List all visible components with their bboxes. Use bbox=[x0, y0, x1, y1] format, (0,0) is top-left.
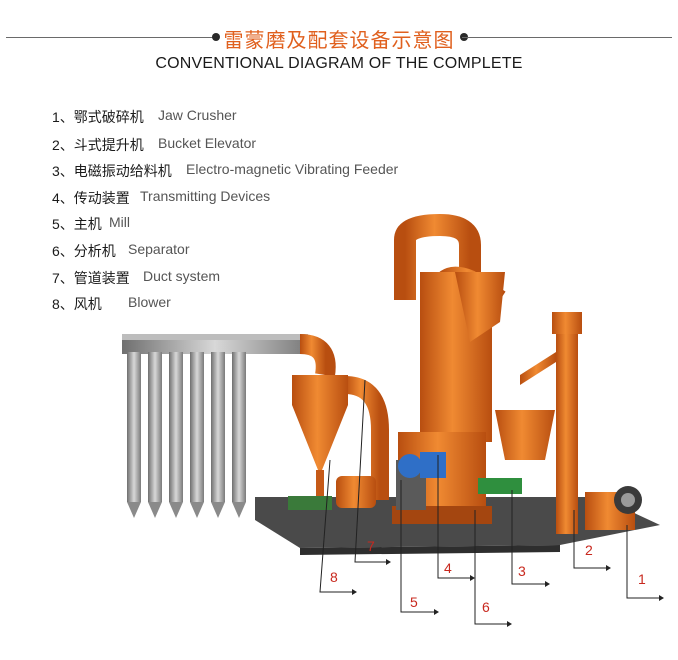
legend-num: 8、 bbox=[52, 296, 74, 312]
legend-en: Transmitting Devices bbox=[140, 188, 271, 204]
header: 雷蒙磨及配套设备示意图 CONVENTIONAL DIAGRAM OF THE … bbox=[0, 0, 678, 80]
jaw-crusher bbox=[585, 486, 642, 530]
dust-collector bbox=[122, 334, 308, 518]
legend-item-transmitting-devices: 4、传动装置 Transmitting Devices bbox=[52, 188, 270, 208]
blower bbox=[288, 476, 376, 510]
callout-label-8: 8 bbox=[330, 569, 338, 585]
legend-item-blower: 8、风机 Blower bbox=[52, 294, 171, 314]
callout-label-4: 4 bbox=[444, 560, 452, 576]
cyclone-separator bbox=[292, 375, 348, 500]
legend-num: 5、 bbox=[52, 216, 74, 232]
legend-cn: 电磁振动给料机 bbox=[73, 163, 172, 179]
legend-cn: 传动装置 bbox=[73, 190, 130, 206]
legend-item-separator: 6、分析机 Separator bbox=[52, 241, 189, 261]
legend-en: Electro-magnetic Vibrating Feeder bbox=[186, 161, 399, 177]
legend-item-jaw-crusher: 1、鄂式破碎机 Jaw Crusher bbox=[52, 107, 237, 127]
legend-cn: 分析机 bbox=[73, 243, 116, 259]
legend-en: Separator bbox=[128, 241, 190, 257]
callout-label-2: 2 bbox=[585, 542, 593, 558]
legend-num: 3、 bbox=[52, 163, 74, 179]
callout-label-1: 1 bbox=[638, 571, 646, 587]
legend-num: 1、 bbox=[52, 109, 74, 125]
legend-num: 7、 bbox=[52, 270, 74, 286]
legend-cn: 鄂式破碎机 bbox=[73, 109, 144, 125]
legend-en: Bucket Elevator bbox=[158, 135, 257, 151]
legend-en: Blower bbox=[128, 294, 171, 310]
legend-en: Jaw Crusher bbox=[158, 107, 237, 123]
callout-label-3: 3 bbox=[518, 563, 526, 579]
legend-item-duct-system: 7、管道装置 Duct system bbox=[52, 268, 220, 288]
legend-cn: 管道装置 bbox=[73, 270, 130, 286]
legend-en: Duct system bbox=[143, 268, 221, 284]
divider-right bbox=[462, 37, 672, 38]
legend-num: 2、 bbox=[52, 137, 74, 153]
page-title-cn: 雷蒙磨及配套设备示意图 bbox=[223, 30, 455, 52]
legend-cn: 主机 bbox=[73, 216, 102, 232]
bucket-elevator bbox=[520, 312, 582, 534]
legend-item-mill: 5、主机 Mill bbox=[52, 214, 130, 234]
vibrating-feeder bbox=[478, 410, 555, 494]
callout-lines bbox=[319, 379, 659, 625]
legend-cn: 风机 bbox=[73, 296, 102, 312]
legend-cn: 斗式提升机 bbox=[73, 137, 144, 153]
divider-left bbox=[6, 37, 216, 38]
legend-num: 6、 bbox=[52, 243, 74, 259]
legend-num: 4、 bbox=[52, 190, 74, 206]
page-title-en: CONVENTIONAL DIAGRAM OF THE COMPLETE bbox=[155, 55, 523, 72]
legend-item-bucket-elevator: 2、斗式提升机 Bucket Elevator bbox=[52, 135, 256, 155]
divider-dot-left bbox=[212, 33, 220, 41]
callout-label-7: 7 bbox=[367, 538, 375, 554]
legend-item-vibrating-feeder: 3、电磁振动给料机 Electro-magnetic Vibrating Fee… bbox=[52, 161, 398, 181]
callout-arrowheads bbox=[352, 559, 664, 627]
legend-en: Mill bbox=[109, 214, 130, 230]
callout-label-6: 6 bbox=[482, 599, 490, 615]
callout-label-5: 5 bbox=[410, 594, 418, 610]
